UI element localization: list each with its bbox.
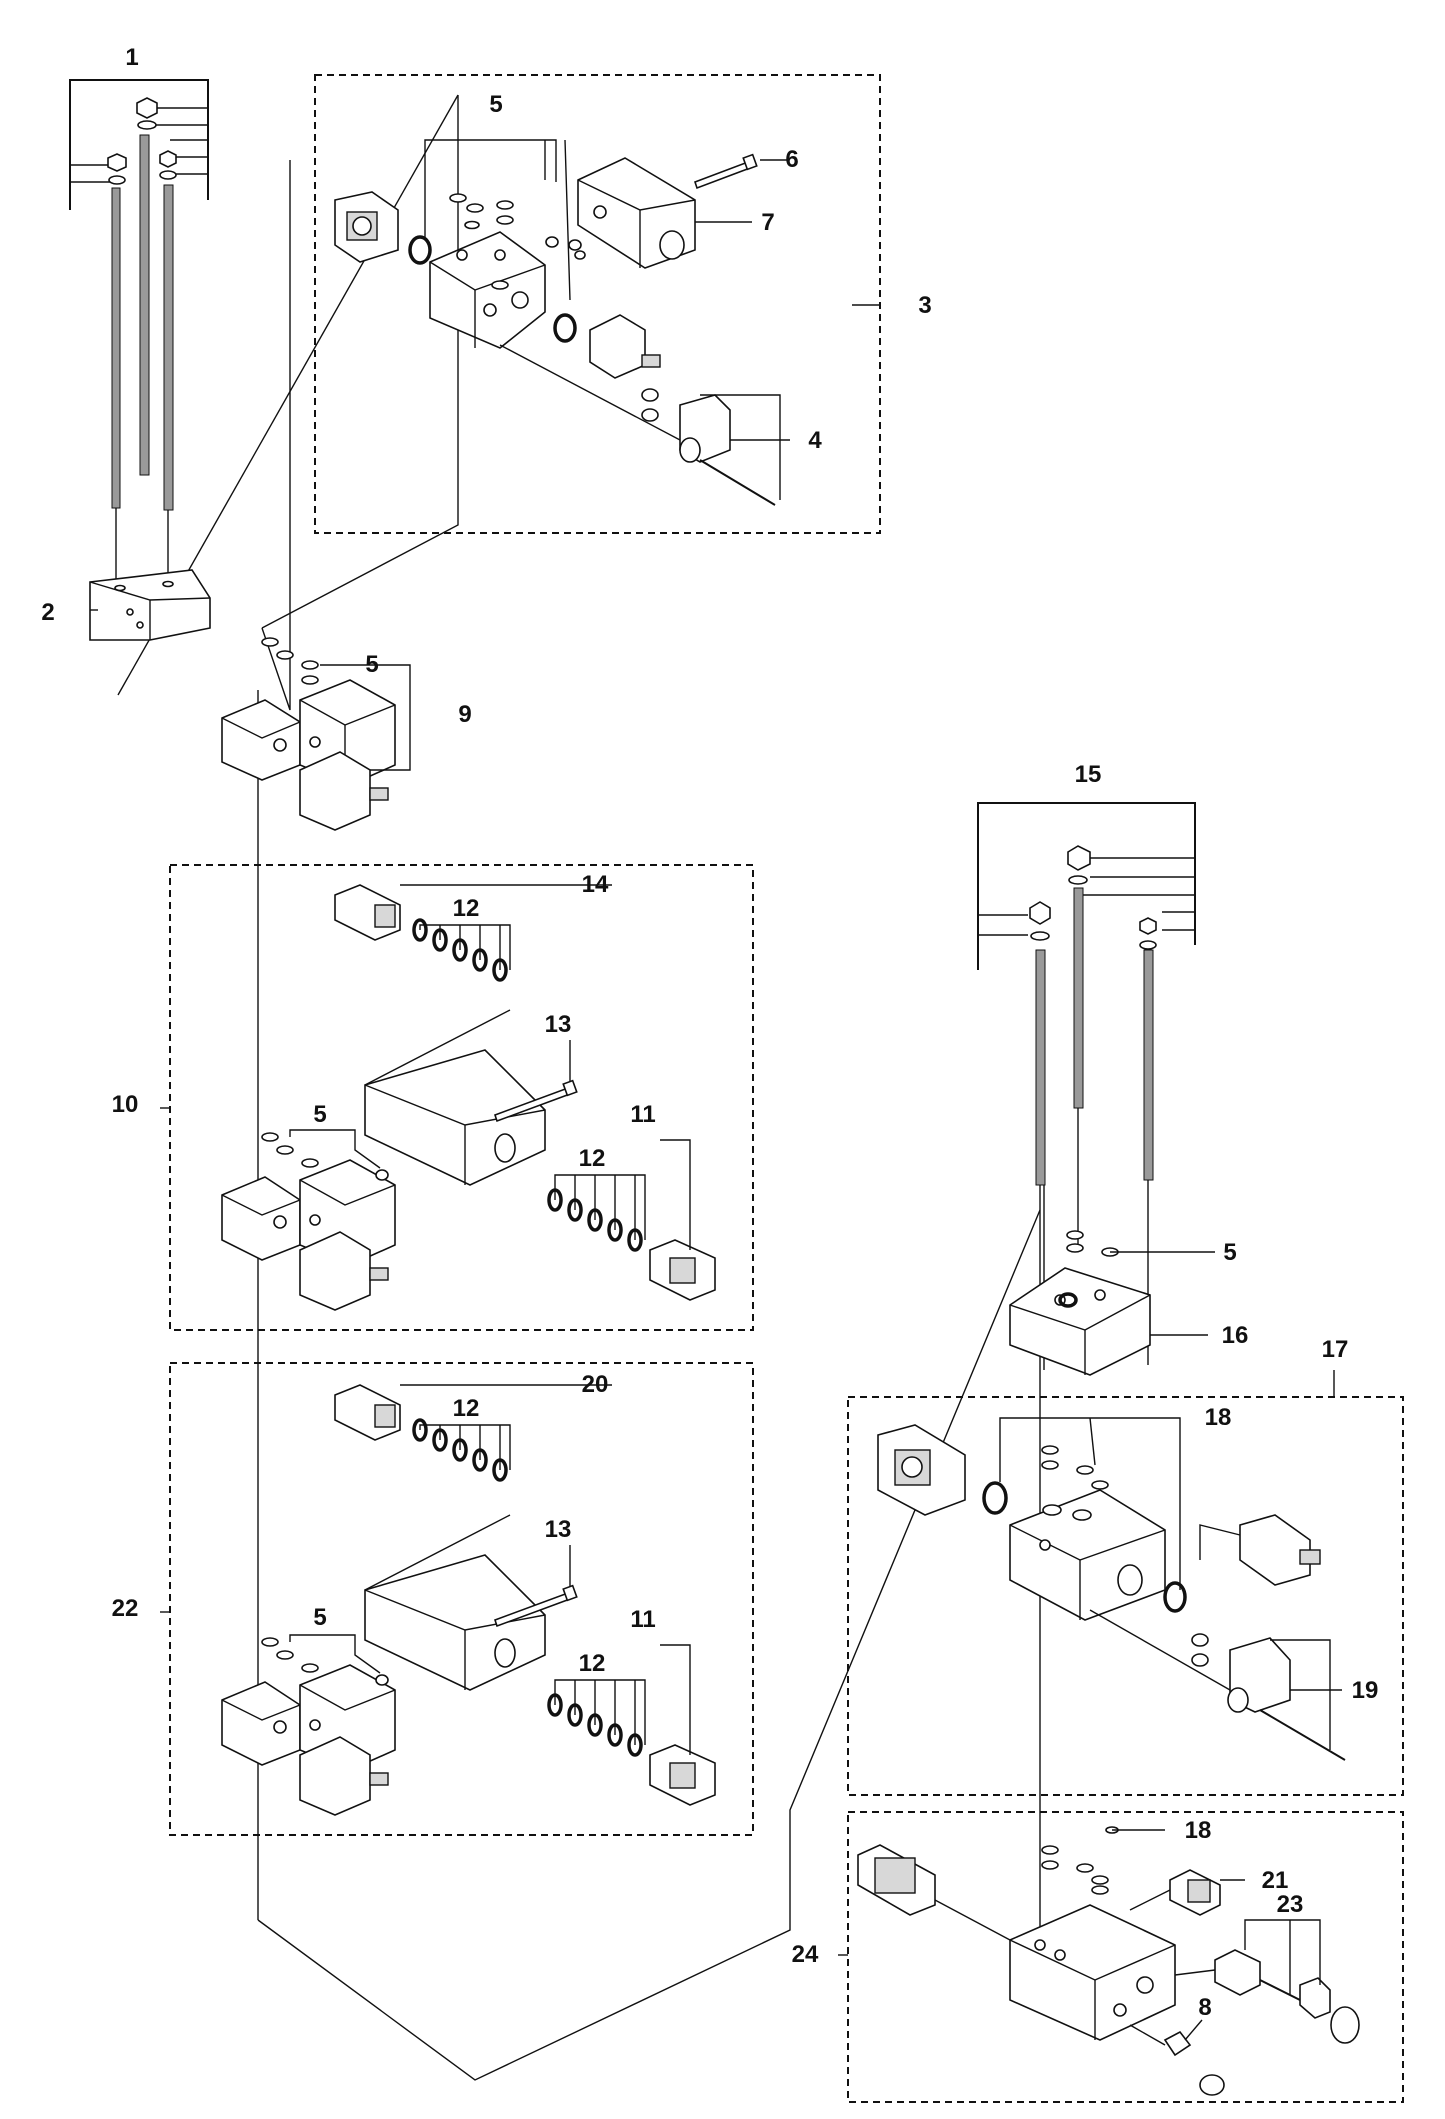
valve-section-24 <box>838 1826 1360 2096</box>
callout-13b: 13 <box>545 1516 572 1543</box>
valve-section-10 <box>160 884 716 1311</box>
callout-4: 4 <box>808 427 822 454</box>
callout-24: 24 <box>792 1941 819 1968</box>
callout-6: 6 <box>785 146 798 173</box>
end-plate-2 <box>89 569 211 641</box>
valve-section-9 <box>221 637 411 831</box>
callout-5b: 5 <box>365 651 378 678</box>
callout-18a: 18 <box>1205 1404 1232 1431</box>
group-box-24 <box>847 1811 1404 2103</box>
callout-7: 7 <box>761 209 774 236</box>
callout-16: 16 <box>1222 1322 1249 1349</box>
valve-section-17 <box>877 1370 1346 1761</box>
callout-12b: 12 <box>579 1145 606 1172</box>
callout-8: 8 <box>1198 1994 1211 2021</box>
callout-9: 9 <box>458 701 471 728</box>
callout-12c: 12 <box>453 1395 480 1422</box>
callout-18b: 18 <box>1185 1817 1212 1844</box>
callout-11b: 11 <box>630 1606 655 1633</box>
callout-5c: 5 <box>313 1101 326 1128</box>
callout-10: 10 <box>112 1091 139 1118</box>
callout-15: 15 <box>1075 761 1102 788</box>
callout-12a: 12 <box>453 895 480 922</box>
guide-line-c <box>261 160 291 711</box>
block-16 <box>1009 1230 1215 1376</box>
callout-11a: 11 <box>630 1101 655 1128</box>
callout-13a: 13 <box>545 1011 572 1038</box>
callout-5a: 5 <box>489 91 502 118</box>
group-box-22 <box>169 1362 754 1836</box>
callout-20: 20 <box>582 1371 609 1398</box>
callout-22: 22 <box>112 1595 139 1622</box>
callout-17: 17 <box>1322 1336 1349 1363</box>
group-box-10 <box>169 864 754 1331</box>
callout-1: 1 <box>125 44 138 71</box>
callout-12d: 12 <box>579 1650 606 1677</box>
callout-2: 2 <box>41 599 54 626</box>
group-box-3 <box>314 74 881 534</box>
guide-line-b <box>261 95 459 629</box>
callout-5e: 5 <box>1223 1239 1236 1266</box>
callout-5d: 5 <box>313 1604 326 1631</box>
callout-23: 23 <box>1277 1891 1304 1918</box>
group-box-17 <box>847 1396 1404 1796</box>
callout-19: 19 <box>1352 1677 1379 1704</box>
callout-3: 3 <box>918 292 931 319</box>
stud-bolt-set-1 <box>69 79 209 590</box>
valve-section-22 <box>160 1384 716 1816</box>
valve-section-3 <box>334 139 880 506</box>
stud-bolt-set-15 <box>977 802 1196 1365</box>
callout-14: 14 <box>582 871 609 898</box>
guide-line-e <box>257 1209 1041 2081</box>
callout-21: 21 <box>1262 1867 1289 1894</box>
